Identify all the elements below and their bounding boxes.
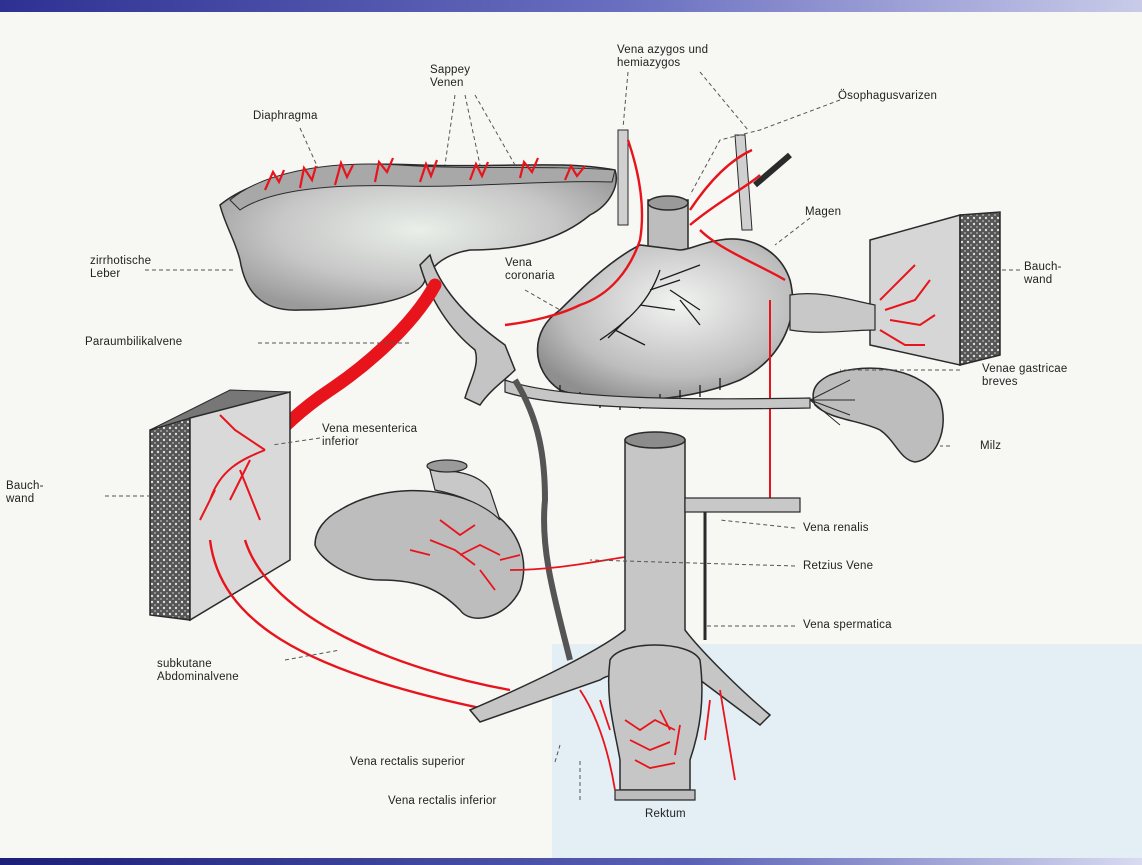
intestine <box>315 460 524 618</box>
spleen <box>813 368 943 462</box>
label-vena-mesenterica: Vena mesenterica inferior <box>322 423 417 449</box>
label-vena-spermatica: Vena spermatica <box>803 619 892 632</box>
portal-vein <box>420 255 515 405</box>
bottom-accent-bar <box>0 858 1142 865</box>
abdominal-wall-left <box>150 390 290 620</box>
label-rektum: Rektum <box>645 808 686 821</box>
renal-vein <box>685 498 800 512</box>
label-sappey-veins: Sappey Venen <box>430 64 470 90</box>
label-milz: Milz <box>980 440 1001 453</box>
label-paraumbilikalvene: Paraumbilikalvene <box>85 336 182 349</box>
azygos-vein <box>618 130 628 225</box>
label-vena-rectalis-inferior: Vena rectalis inferior <box>388 795 497 808</box>
rectum <box>609 645 702 800</box>
label-zirrhotische-leber: zirrhotische Leber <box>90 255 151 281</box>
abdominal-wall-right <box>870 212 1000 365</box>
label-venae-gastricae-breves: Venae gastricae breves <box>982 363 1067 389</box>
label-bauchwand-right: Bauch- wand <box>1024 261 1062 287</box>
label-bauchwand-left: Bauch- wand <box>6 480 44 506</box>
label-vena-coronaria: Vena coronaria <box>505 257 555 283</box>
label-diaphragma: Diaphragma <box>253 110 318 123</box>
inferior-mesenteric-vein <box>515 380 570 660</box>
liver <box>220 164 616 310</box>
label-magen: Magen <box>805 206 841 219</box>
gastric-wall-vessel <box>790 294 875 333</box>
label-vena-renalis: Vena renalis <box>803 522 869 535</box>
hemiazygos-branch <box>755 155 790 185</box>
label-oesophagus-varices: Ösophagusvarizen <box>838 90 937 103</box>
label-subkutane-abdominalvene: subkutane Abdominalvene <box>157 658 239 684</box>
label-retzius-vene: Retzius Vene <box>803 560 873 573</box>
label-vena-rectalis-superior: Vena rectalis superior <box>350 756 465 769</box>
label-azygos: Vena azygos und hemiazygos <box>617 44 708 70</box>
